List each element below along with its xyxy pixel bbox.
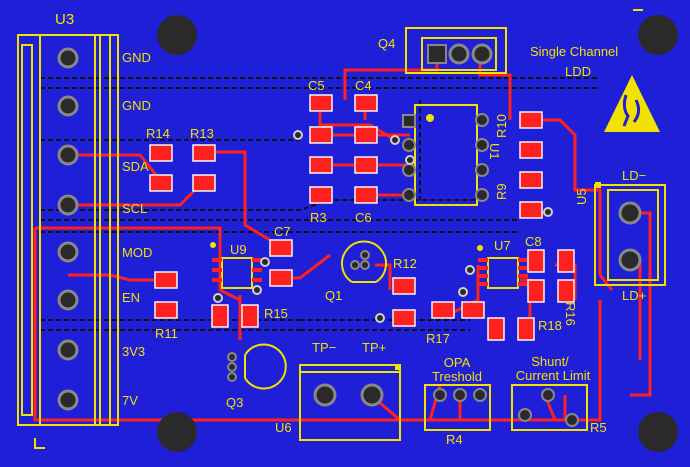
ref-c7: C7 [274,224,291,239]
ref-u7: U7 [494,238,511,253]
ref-q3: Q3 [226,395,243,410]
u5-pin-2-label: LD+ [622,288,646,303]
vias [213,130,553,323]
board-title-line2: LDD [565,64,591,79]
u7-ic [477,245,528,289]
r5-label-line1: Shunt/ [531,354,569,369]
r4-label-line2: Treshold [432,369,482,384]
silk-labels: U3 GND GND SDA SCL MOD EN 3V3 7V R14 R13… [55,11,646,447]
ref-r10: R10 [494,114,509,138]
ref-r15: R15 [264,306,288,321]
r5-pot [511,384,588,431]
ref-r4: R4 [446,432,463,447]
q1-transistor [341,240,387,283]
ref-u9: U9 [230,242,247,257]
ref-c6: C6 [355,210,372,225]
r5-label-line2: Current Limit [516,368,591,383]
ref-r5: R5 [590,420,607,435]
u3-pin-8-label: 7V [122,393,138,408]
mount-hole-bottom-left [157,412,197,452]
mount-hole-top-right [638,15,678,55]
ref-r17: R17 [426,331,450,346]
corner-marks [34,9,643,449]
u5-pin-1-label: LD− [622,168,646,183]
ref-r3: R3 [310,210,327,225]
u3-pin-3-label: SDA [122,159,149,174]
u5-connector [594,182,666,286]
ref-q4: Q4 [378,36,395,51]
ref-r12: R12 [393,256,417,271]
ref-c8: C8 [525,234,542,249]
ref-u5: U5 [574,188,589,205]
smd-pads [149,94,575,341]
ref-r14: R14 [146,126,170,141]
q4-header [405,27,507,74]
q3-transistor [227,343,287,390]
ref-r18: R18 [538,318,562,333]
ref-r9: R9 [494,183,509,200]
ref-u6: U6 [275,420,292,435]
u9-ic [210,242,262,289]
ref-q1: Q1 [325,288,342,303]
u3-pin-4-label: SCL [122,201,147,216]
mount-hole-bottom-right [638,412,678,452]
board-title-line1: Single Channel [530,44,618,59]
u6-pin-2-label: TP+ [362,340,386,355]
ref-r16: R16 [563,302,578,326]
ref-r11: R11 [155,326,178,341]
u3-ref-label: U3 [55,11,74,28]
ref-u1: U1 [487,143,502,160]
bottom-traces [40,77,600,331]
u3-pin-1-label: GND [122,50,151,65]
silk-rotated-labels: R10 R9 U1 U5 R16 [487,114,589,326]
u6-pin-1-label: TP− [312,340,336,355]
ref-c4: C4 [355,78,372,93]
r4-label-line1: OPA [444,355,471,370]
u3-pin-6-label: EN [122,290,140,305]
mount-hole-top-left [157,15,197,55]
esd-warning-icon [604,75,660,132]
mount-holes [157,15,678,452]
u1-ic [402,104,489,206]
u3-pin-7-label: 3V3 [122,344,145,359]
ref-c5: C5 [308,78,325,93]
u6-connector [299,364,401,441]
u3-pin-5-label: MOD [122,245,152,260]
u3-connector [17,34,119,426]
ref-r13: R13 [190,126,214,141]
u3-pin-2-label: GND [122,98,151,113]
r4-pot [424,384,491,431]
